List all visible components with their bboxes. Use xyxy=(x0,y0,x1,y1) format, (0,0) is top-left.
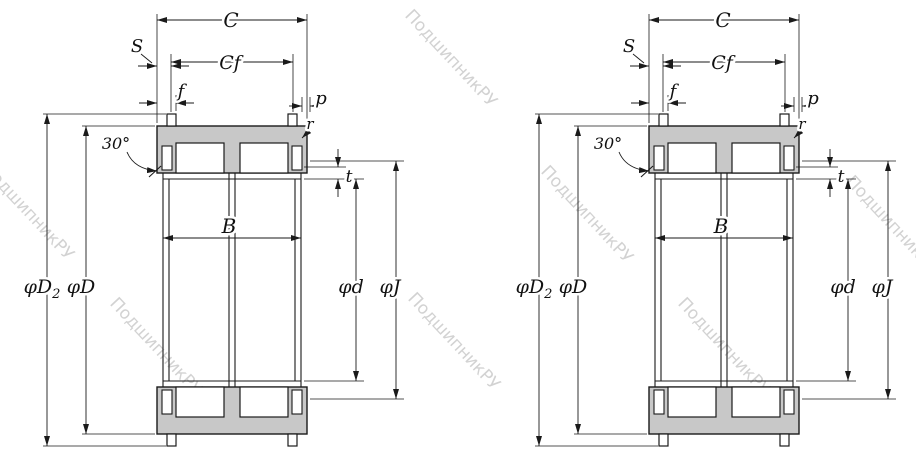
dim-label-B: B xyxy=(713,214,729,238)
watermark-text: ПодшипникРУ xyxy=(673,294,774,400)
dim-label-S: S xyxy=(623,36,635,57)
dim-label-C: C xyxy=(223,8,238,32)
dim-label-phi-J: φJ xyxy=(380,276,402,298)
dim-label-f: f xyxy=(668,81,680,102)
watermark-text: ПодшипникРУ xyxy=(841,172,916,278)
dim-label-phi-J: φJ xyxy=(872,276,894,298)
dim-label-t: t xyxy=(346,167,353,187)
watermark-text: ПодшипникРУ xyxy=(403,289,504,395)
watermark-text: ПодшипникРУ xyxy=(0,159,78,265)
watermark-layer: ПодшипникРУ ПодшипникРУ ПодшипникРУ Подш… xyxy=(0,6,916,400)
watermark-text: ПодшипникРУ xyxy=(536,162,637,268)
watermark-text: ПодшипникРУ xyxy=(105,294,206,400)
dim-label-r: r xyxy=(306,115,314,133)
dim-label-phi-D2: φD2 xyxy=(24,276,61,302)
dim-label-phi-D2: φD2 xyxy=(516,276,553,302)
dim-label-phi-d: φd xyxy=(338,276,363,298)
dimension-labels-right: C Cf S f p r 30° t B φD2 φD φd φJ xyxy=(513,6,896,305)
dim-label-30deg: 30° xyxy=(594,134,622,153)
dim-label-Cf: Cf xyxy=(711,52,736,74)
dim-label-30deg: 30° xyxy=(102,134,130,153)
dim-label-phi-D: φD xyxy=(67,276,96,298)
dim-label-phi-d: φd xyxy=(830,276,855,298)
dim-label-f: f xyxy=(176,81,188,102)
dim-label-p: p xyxy=(807,88,819,109)
dim-label-C: C xyxy=(715,8,730,32)
dim-label-phi-D: φD xyxy=(559,276,588,298)
dim-label-Cf: Cf xyxy=(219,52,244,74)
dim-label-S: S xyxy=(131,36,143,57)
dim-label-B: B xyxy=(221,214,237,238)
dim-label-r: r xyxy=(798,115,806,133)
watermark-text: ПодшипникРУ xyxy=(400,6,501,112)
dim-label-p: p xyxy=(315,88,327,109)
dim-label-t: t xyxy=(838,167,845,187)
